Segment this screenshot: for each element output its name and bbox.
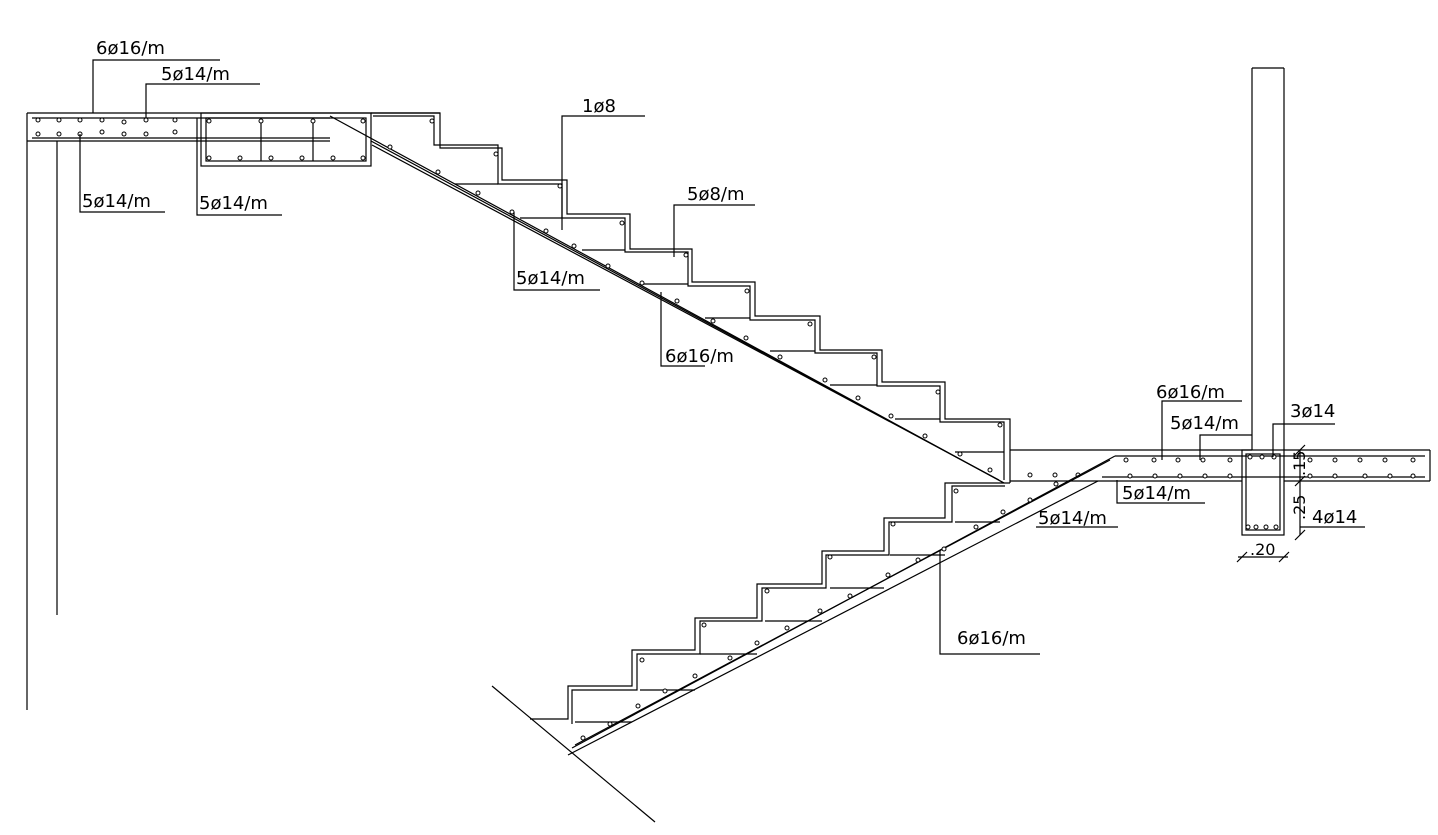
label-top-slab-dist: 5ø14/m	[161, 64, 230, 85]
upper-flight	[329, 112, 1011, 484]
label-lower-flight-dist: 5ø14/m	[1038, 508, 1107, 529]
label-beam-bottom-bars: 4ø14	[1312, 507, 1357, 528]
dimension-marks	[1236, 444, 1306, 563]
label-top-beam-bottom: 5ø14/m	[199, 193, 268, 214]
column-and-landing-beam	[1241, 67, 1285, 536]
label-lower-flight-main: 6ø16/m	[957, 628, 1026, 649]
middle-landing	[1010, 449, 1431, 482]
dim-slab-thickness: .15	[1290, 451, 1309, 476]
label-upper-flight-steps: 5ø8/m	[687, 184, 745, 205]
top-landing-beam	[200, 112, 372, 167]
label-landing-bottom-dist: 5ø14/m	[1122, 483, 1191, 504]
dim-beam-width: .20	[1250, 540, 1275, 559]
label-landing-main: 6ø16/m	[1156, 382, 1225, 403]
label-stirrup-top: 1ø8	[582, 96, 616, 117]
label-upper-flight-dist: 5ø14/m	[516, 268, 585, 289]
lower-flight	[491, 455, 1116, 823]
label-top-slab-main: 6ø16/m	[96, 38, 165, 59]
label-top-slab-bottom-left: 5ø14/m	[82, 191, 151, 212]
label-landing-dist: 5ø14/m	[1170, 413, 1239, 434]
label-beam-top-bars: 3ø14	[1290, 401, 1335, 422]
leader-lines	[79, 59, 1365, 655]
dim-beam-drop: .25	[1290, 495, 1309, 520]
label-upper-flight-main: 6ø16/m	[665, 346, 734, 367]
